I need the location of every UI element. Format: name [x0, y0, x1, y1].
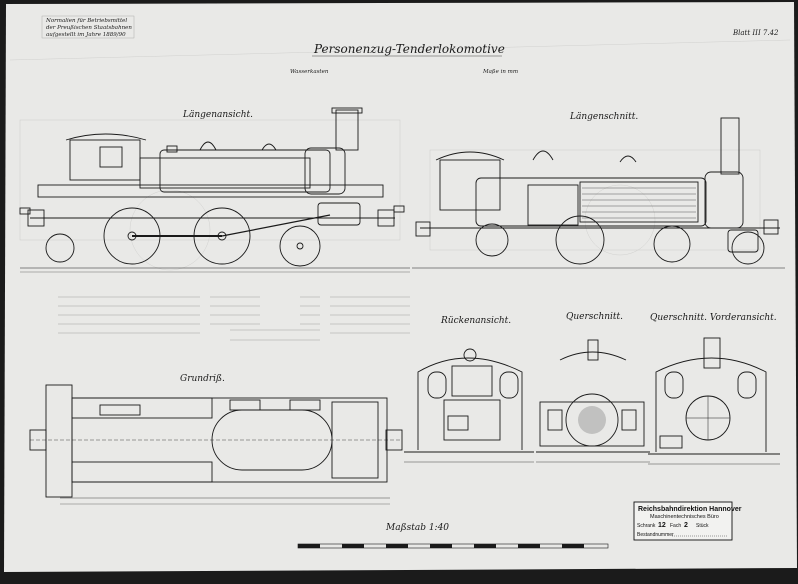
front-view-drawing	[648, 337, 780, 465]
stamp-office: Reichsbahndirektion Hannover	[638, 506, 742, 513]
rear-view-drawing	[404, 348, 534, 463]
cross-section-drawing	[536, 339, 650, 463]
specifications-table	[58, 296, 410, 341]
header-note-line-2: der Preußischen Staatsbahnen	[46, 25, 132, 31]
label-cross-section: Querschnitt.	[566, 312, 623, 322]
archive-stamp: Reichsbahndirektion Hannover Maschinente…	[633, 501, 742, 541]
paper-sheet	[4, 2, 797, 572]
ghost-bleed-through	[9, 39, 791, 271]
longitudinal-section-drawing	[412, 117, 785, 269]
sheet-number: Blatt III 7.42	[732, 29, 779, 37]
stamp-value-fach: 2	[684, 522, 688, 529]
header-note-line-1: Normalien für Betriebsmittel	[45, 18, 127, 24]
subtitle-right: Maße in mm	[482, 69, 518, 75]
label-plan: Grundriß.	[180, 374, 225, 384]
header-note-line-3: aufgestellt im Jahre 1889/90	[46, 32, 126, 38]
header-note: Normalien für Betriebsmittel der Preußis…	[41, 15, 135, 39]
label-cross-section-front: Querschnitt. Vorderansicht.	[650, 313, 777, 323]
side-elevation-drawing	[19, 107, 410, 273]
drawing-title: Personenzug-Tenderlokomotive	[313, 42, 505, 56]
stamp-department: Maschinentechnisches Büro	[650, 514, 719, 520]
stamp-field-schrank: Schrank	[637, 523, 656, 529]
stamp-field-stueck: Stück	[696, 523, 709, 529]
stamp-field-fach: Fach	[670, 523, 681, 529]
scale-bar	[297, 543, 609, 549]
label-longitudinal-section: Längenschnitt.	[569, 112, 638, 122]
stamp-value-schrank: 12	[658, 522, 666, 529]
subtitle-left: Wasserkasten	[290, 69, 329, 75]
label-rear-view: Rückenansicht.	[440, 316, 511, 326]
label-side-elevation: Längenansicht.	[182, 110, 253, 120]
stamp-footer: Bestandnummer	[637, 532, 674, 538]
plan-view-drawing	[29, 384, 403, 505]
scale-label: Maßstab 1:40	[385, 523, 449, 533]
